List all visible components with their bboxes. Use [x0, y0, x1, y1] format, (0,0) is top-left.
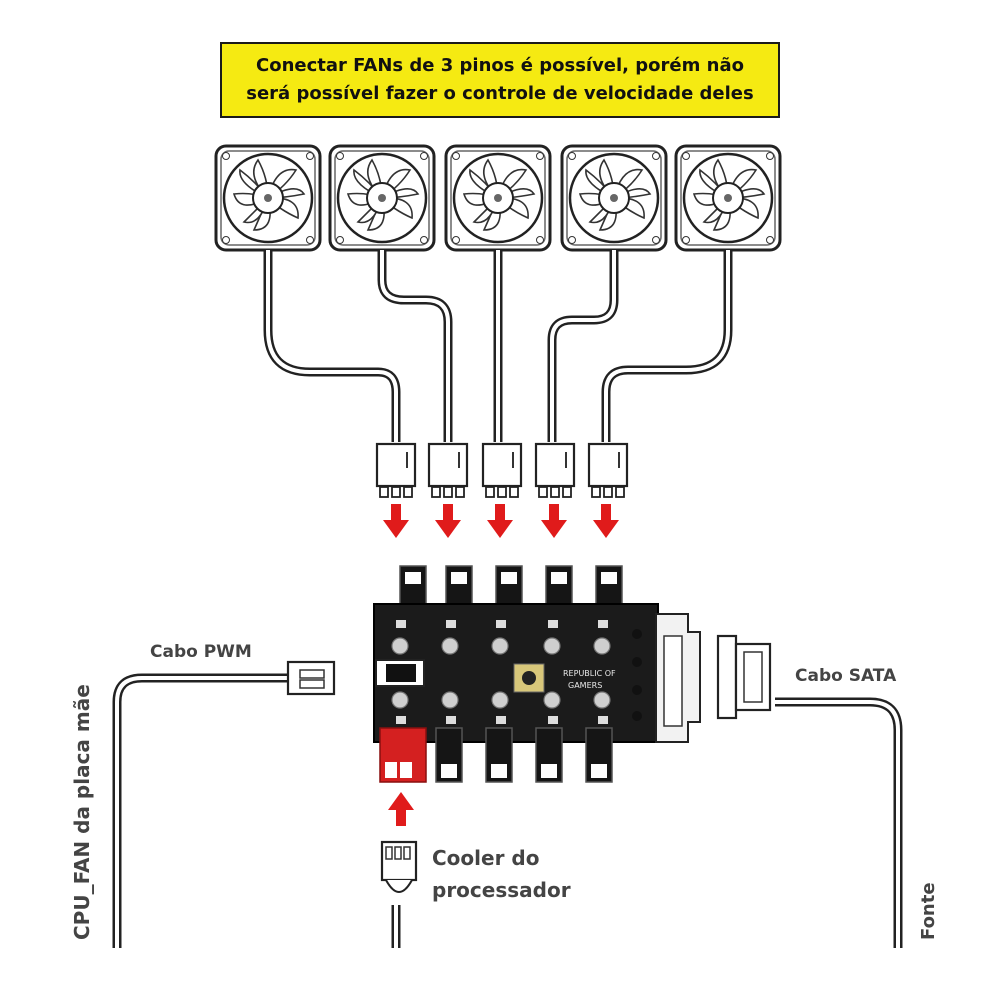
- fan-plug-1: [375, 442, 417, 499]
- pwm-plug: [286, 660, 336, 696]
- arrow-down-icon: [383, 504, 409, 538]
- hub-brand-line1: REPUBLIC OF: [563, 669, 616, 678]
- banner-line-2: será possível fazer o controle de veloci…: [246, 83, 754, 104]
- hub-brand-line2: GAMERS: [568, 681, 602, 690]
- fans-row: [214, 144, 782, 252]
- label-cpu-fan: CPU_FAN da placa mãe: [70, 684, 94, 940]
- fan-cables: [112, 250, 903, 948]
- sata-plug: [716, 634, 772, 720]
- fan-4: [560, 144, 668, 252]
- fan-plug-4: [534, 442, 576, 499]
- warning-banner: Conectar FANs de 3 pinos é possível, por…: [220, 42, 780, 118]
- fan-2: [328, 144, 436, 252]
- fan-3: [444, 144, 552, 252]
- label-cabo-sata: Cabo SATA: [795, 666, 897, 686]
- arrow-down-icon: [541, 504, 567, 538]
- arrow-down-icon: [435, 504, 461, 538]
- cooler-plug: [380, 840, 418, 893]
- fan-plug-3: [481, 442, 523, 499]
- label-fonte: Fonte: [918, 882, 939, 940]
- fan-plug-5: [587, 442, 629, 499]
- arrow-down-icon: [487, 504, 513, 538]
- connect-arrows: [383, 504, 619, 538]
- label-cabo-pwm: Cabo PWM: [150, 642, 252, 662]
- arrow-up-icon: [388, 792, 414, 826]
- fan-1: [214, 144, 322, 252]
- fan-plug-2: [427, 442, 469, 499]
- label-cooler-line2: processador: [432, 878, 571, 902]
- label-cooler: Cooler do processador: [432, 842, 571, 906]
- arrow-down-icon: [593, 504, 619, 538]
- label-cooler-line1: Cooler do: [432, 846, 540, 870]
- fan-5: [674, 144, 782, 252]
- fan-hub-board: REPUBLIC OF GAMERS: [373, 565, 701, 783]
- banner-line-1: Conectar FANs de 3 pinos é possível, por…: [256, 55, 744, 76]
- fan-plugs: [375, 442, 629, 499]
